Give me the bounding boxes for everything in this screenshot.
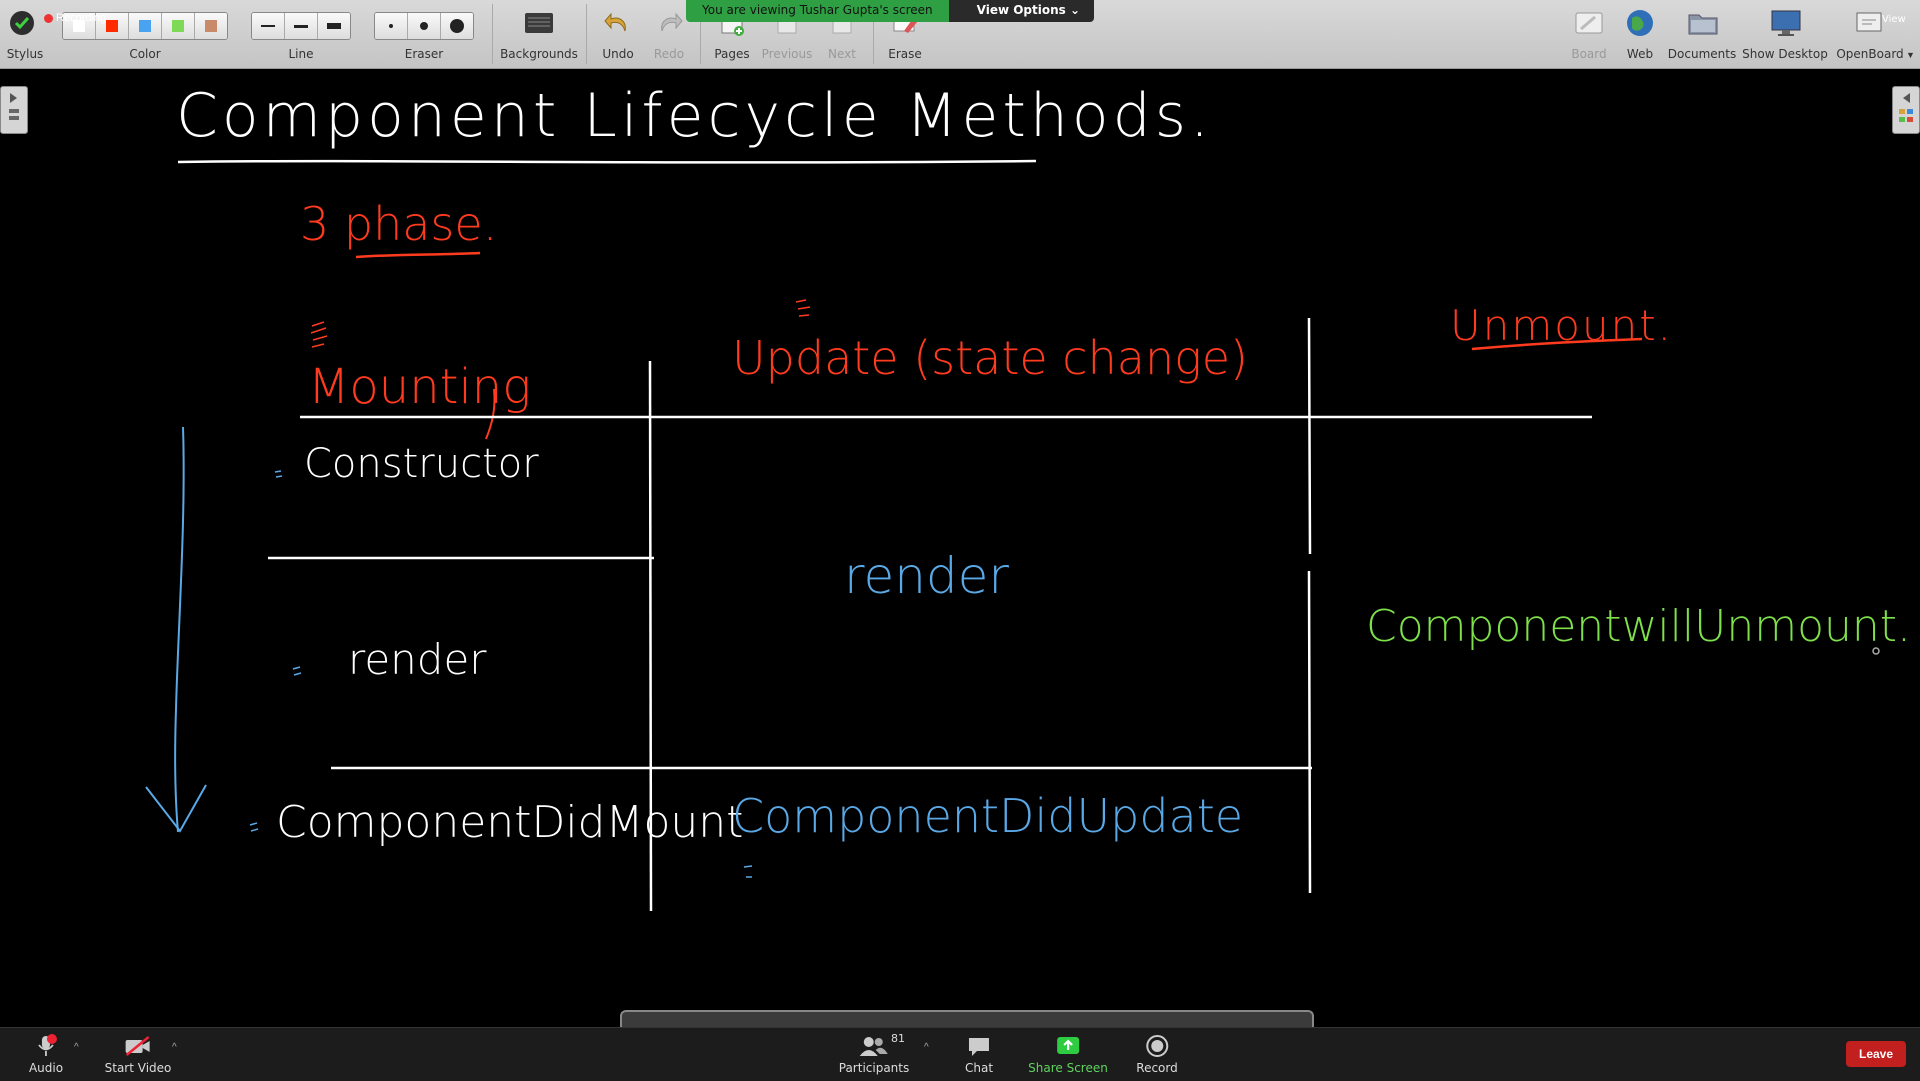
backgrounds-label: Backgrounds (500, 47, 578, 61)
video-off-icon (124, 1034, 152, 1058)
stylus-label: Stylus (6, 47, 44, 61)
menu-chevron-down-icon[interactable]: ▼ (1906, 50, 1915, 60)
view-options-button[interactable]: View Options ⌄ (948, 0, 1095, 22)
stylus-icon[interactable] (6, 8, 38, 38)
eraser-small-button[interactable] (375, 13, 408, 39)
eraser-size-group (374, 12, 474, 40)
eraser-medium-button[interactable] (408, 13, 441, 39)
record-label: Record (1136, 1061, 1178, 1075)
toolbar-divider (492, 4, 493, 64)
eraser-large-button[interactable] (441, 13, 473, 39)
color-palette (62, 12, 228, 40)
microphone-icon (35, 1034, 57, 1058)
chat-button[interactable]: Chat (965, 1034, 993, 1075)
chat-icon (967, 1034, 991, 1058)
update-heading: Update (state change) (732, 331, 1248, 385)
board-label: Board (1571, 47, 1607, 61)
openboard-icon[interactable] (1854, 8, 1886, 38)
unmount-component-will-unmount: ComponentwillUnmount. (1366, 601, 1911, 652)
web-label: Web (1626, 47, 1654, 61)
eraser-label: Eraser (404, 47, 444, 61)
share-screen-button[interactable]: Share Screen (1028, 1034, 1108, 1075)
color-swatch-green[interactable] (162, 13, 195, 39)
recording-badge: Recording (44, 12, 106, 24)
web-icon[interactable] (1624, 8, 1656, 38)
redo-label: Redo (653, 47, 685, 61)
participants-button[interactable]: 81 Participants (838, 1032, 910, 1075)
mounting-constructor: Constructor (304, 441, 539, 487)
participants-caret-icon[interactable]: ^ (924, 1042, 929, 1053)
presenter-strip (620, 1010, 1314, 1030)
whiteboard-canvas[interactable]: Component Lifecycle Methods. 3 phase. Mo… (0, 69, 1920, 1027)
audio-label: Audio (28, 1061, 64, 1075)
board-icon[interactable] (1573, 8, 1605, 38)
toolbar-divider (873, 4, 874, 64)
line-medium-button[interactable] (285, 13, 318, 39)
left-panel-handle[interactable] (0, 86, 28, 134)
toolbar-divider (700, 4, 701, 64)
view-overlay-label: View (1882, 14, 1906, 25)
erase-label: Erase (888, 47, 922, 61)
board-strokes (145, 159, 1880, 912)
next-label: Next (828, 47, 856, 61)
line-thin-button[interactable] (252, 13, 285, 39)
line-label: Line (288, 47, 314, 61)
viewing-screen-message: You are viewing Tushar Gupta's screen (686, 0, 949, 22)
phase-count-text: 3 phase. (300, 197, 498, 251)
backgrounds-icon[interactable] (523, 8, 555, 38)
color-swatch-white[interactable] (63, 13, 96, 39)
meeting-controls-bar: Audio ^ Start Video ^ 81 Participants ^ … (0, 1027, 1920, 1081)
redo-icon (653, 8, 685, 38)
line-thick-button[interactable] (318, 13, 350, 39)
documents-icon[interactable] (1686, 8, 1718, 38)
mounting-heading: Mounting (308, 359, 532, 415)
color-swatch-red[interactable] (96, 13, 129, 39)
openboard-label: OpenBoard (1836, 47, 1904, 61)
color-swatch-brown[interactable] (195, 13, 227, 39)
participants-count: 81 (891, 1032, 905, 1045)
share-screen-icon (1056, 1034, 1080, 1058)
previous-label: Previous (761, 47, 813, 61)
board-title: Component Lifecycle Methods. (176, 81, 1214, 151)
mounting-render: render (348, 635, 487, 684)
unmount-heading: Unmount. (1450, 301, 1674, 350)
toolbar-divider (586, 4, 587, 64)
recording-dot-icon (44, 13, 53, 23)
audio-button[interactable]: Audio (29, 1034, 63, 1075)
update-render: render (844, 547, 1009, 605)
chat-label: Chat (964, 1061, 994, 1075)
undo-label: Undo (602, 47, 634, 61)
show-desktop-label: Show Desktop (1742, 47, 1828, 61)
video-caret-icon[interactable]: ^ (172, 1042, 177, 1053)
leave-button[interactable]: Leave (1846, 1041, 1906, 1067)
record-icon (1145, 1034, 1169, 1058)
chevron-down-icon: ⌄ (1070, 3, 1081, 17)
line-width-group (251, 12, 351, 40)
screen-share-banner: You are viewing Tushar Gupta's screen Vi… (686, 0, 1095, 22)
undo-icon[interactable] (602, 8, 634, 38)
pages-label: Pages (714, 47, 750, 61)
recording-label: Recording (56, 12, 107, 24)
record-button[interactable]: Record (1136, 1034, 1178, 1075)
start-video-label: Start Video (104, 1061, 172, 1075)
participants-icon: 81 (859, 1032, 905, 1058)
start-video-button[interactable]: Start Video (104, 1034, 172, 1075)
color-swatch-blue[interactable] (129, 13, 162, 39)
share-screen-label: Share Screen (1028, 1061, 1108, 1075)
participants-label: Participants (838, 1061, 910, 1075)
update-component-did-update: ComponentDidUpdate (732, 789, 1244, 843)
audio-caret-icon[interactable]: ^ (74, 1042, 79, 1053)
color-label: Color (129, 47, 161, 61)
view-options-label: View Options (976, 3, 1066, 17)
mounting-component-did-mount: ComponentDidMount (276, 797, 744, 848)
documents-label: Documents (1667, 47, 1737, 61)
show-desktop-icon[interactable] (1769, 8, 1801, 38)
